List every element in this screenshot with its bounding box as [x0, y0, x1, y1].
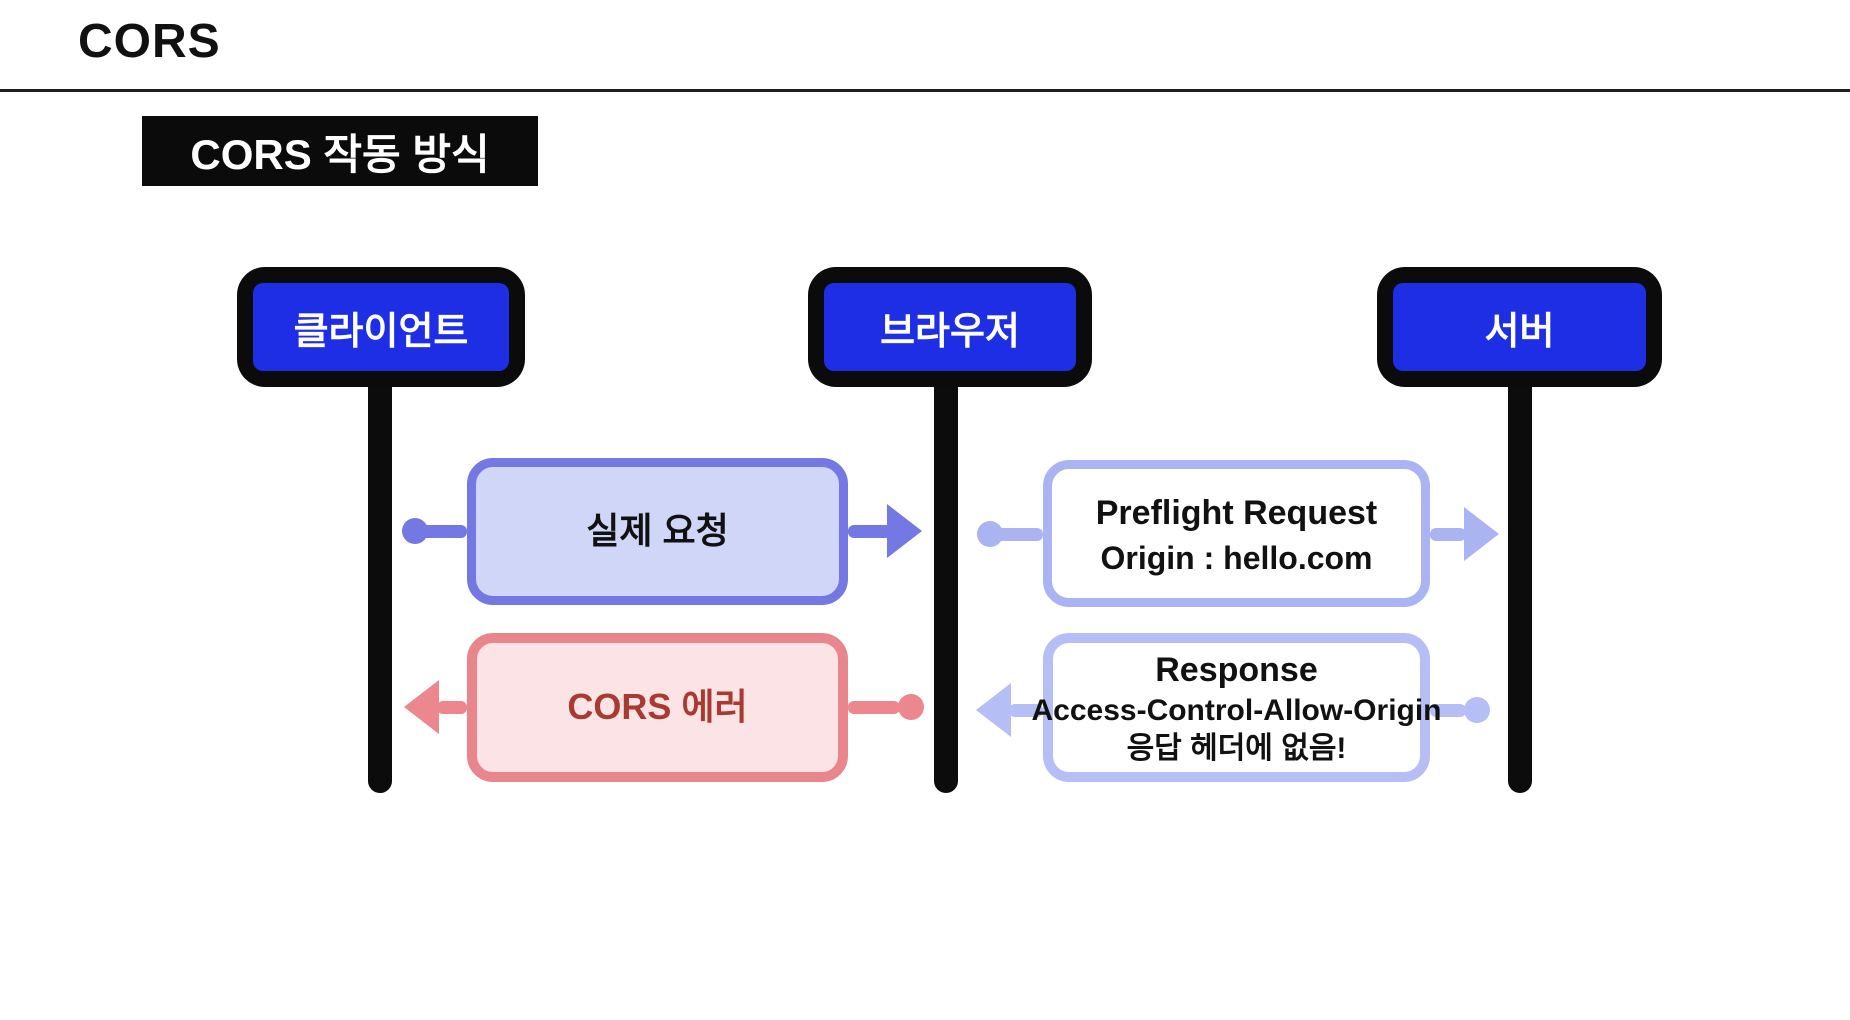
message-sublabel: 응답 헤더에 없음! [1126, 731, 1347, 765]
connector-line [1430, 704, 1466, 717]
arrow-right-icon [1464, 507, 1499, 561]
lifeline-client [368, 383, 392, 793]
message-label: 실제 요청 [586, 510, 729, 552]
connector-line [848, 525, 892, 538]
arrow-left-icon [404, 680, 439, 734]
message-box-cors-error: CORS 에러 [467, 633, 848, 782]
arrow-right-icon [887, 504, 922, 558]
message-box-response: Response Access-Control-Allow-Origin 응답 … [1031, 633, 1442, 782]
actor-sign-client: 클라이언트 [237, 267, 525, 387]
message-label: Response [1155, 650, 1318, 689]
actor-label-client: 클라이언트 [253, 283, 509, 371]
connector-line [1009, 704, 1043, 717]
connector-line [990, 528, 1043, 541]
page-title: CORS [78, 15, 221, 68]
connector-start-dot [1464, 697, 1490, 723]
connector-line [1430, 528, 1466, 541]
message-box-preflight-request: Preflight Request Origin : hello.com [1043, 460, 1430, 607]
section-heading: CORS 작동 방식 [142, 116, 538, 186]
actor-sign-server: 서버 [1377, 267, 1662, 387]
actor-label-server: 서버 [1393, 283, 1646, 371]
connector-start-dot [898, 694, 924, 720]
message-sublabel: Access-Control-Allow-Origin [1031, 694, 1442, 728]
message-label: CORS 에러 [567, 686, 748, 728]
connector-line [415, 525, 467, 538]
header-divider [0, 89, 1850, 92]
lifeline-server [1508, 383, 1532, 793]
section-heading-label: CORS 작동 방식 [190, 130, 490, 178]
connector-line [848, 701, 900, 714]
message-label: Preflight Request [1095, 493, 1378, 532]
arrow-left-icon [976, 683, 1011, 737]
lifeline-browser [934, 383, 958, 793]
message-sublabel: Origin : hello.com [1100, 540, 1373, 577]
actor-label-browser: 브라우저 [824, 283, 1076, 371]
actor-sign-browser: 브라우저 [808, 267, 1092, 387]
connector-line [437, 701, 467, 714]
message-box-actual-request: 실제 요청 [467, 458, 848, 605]
